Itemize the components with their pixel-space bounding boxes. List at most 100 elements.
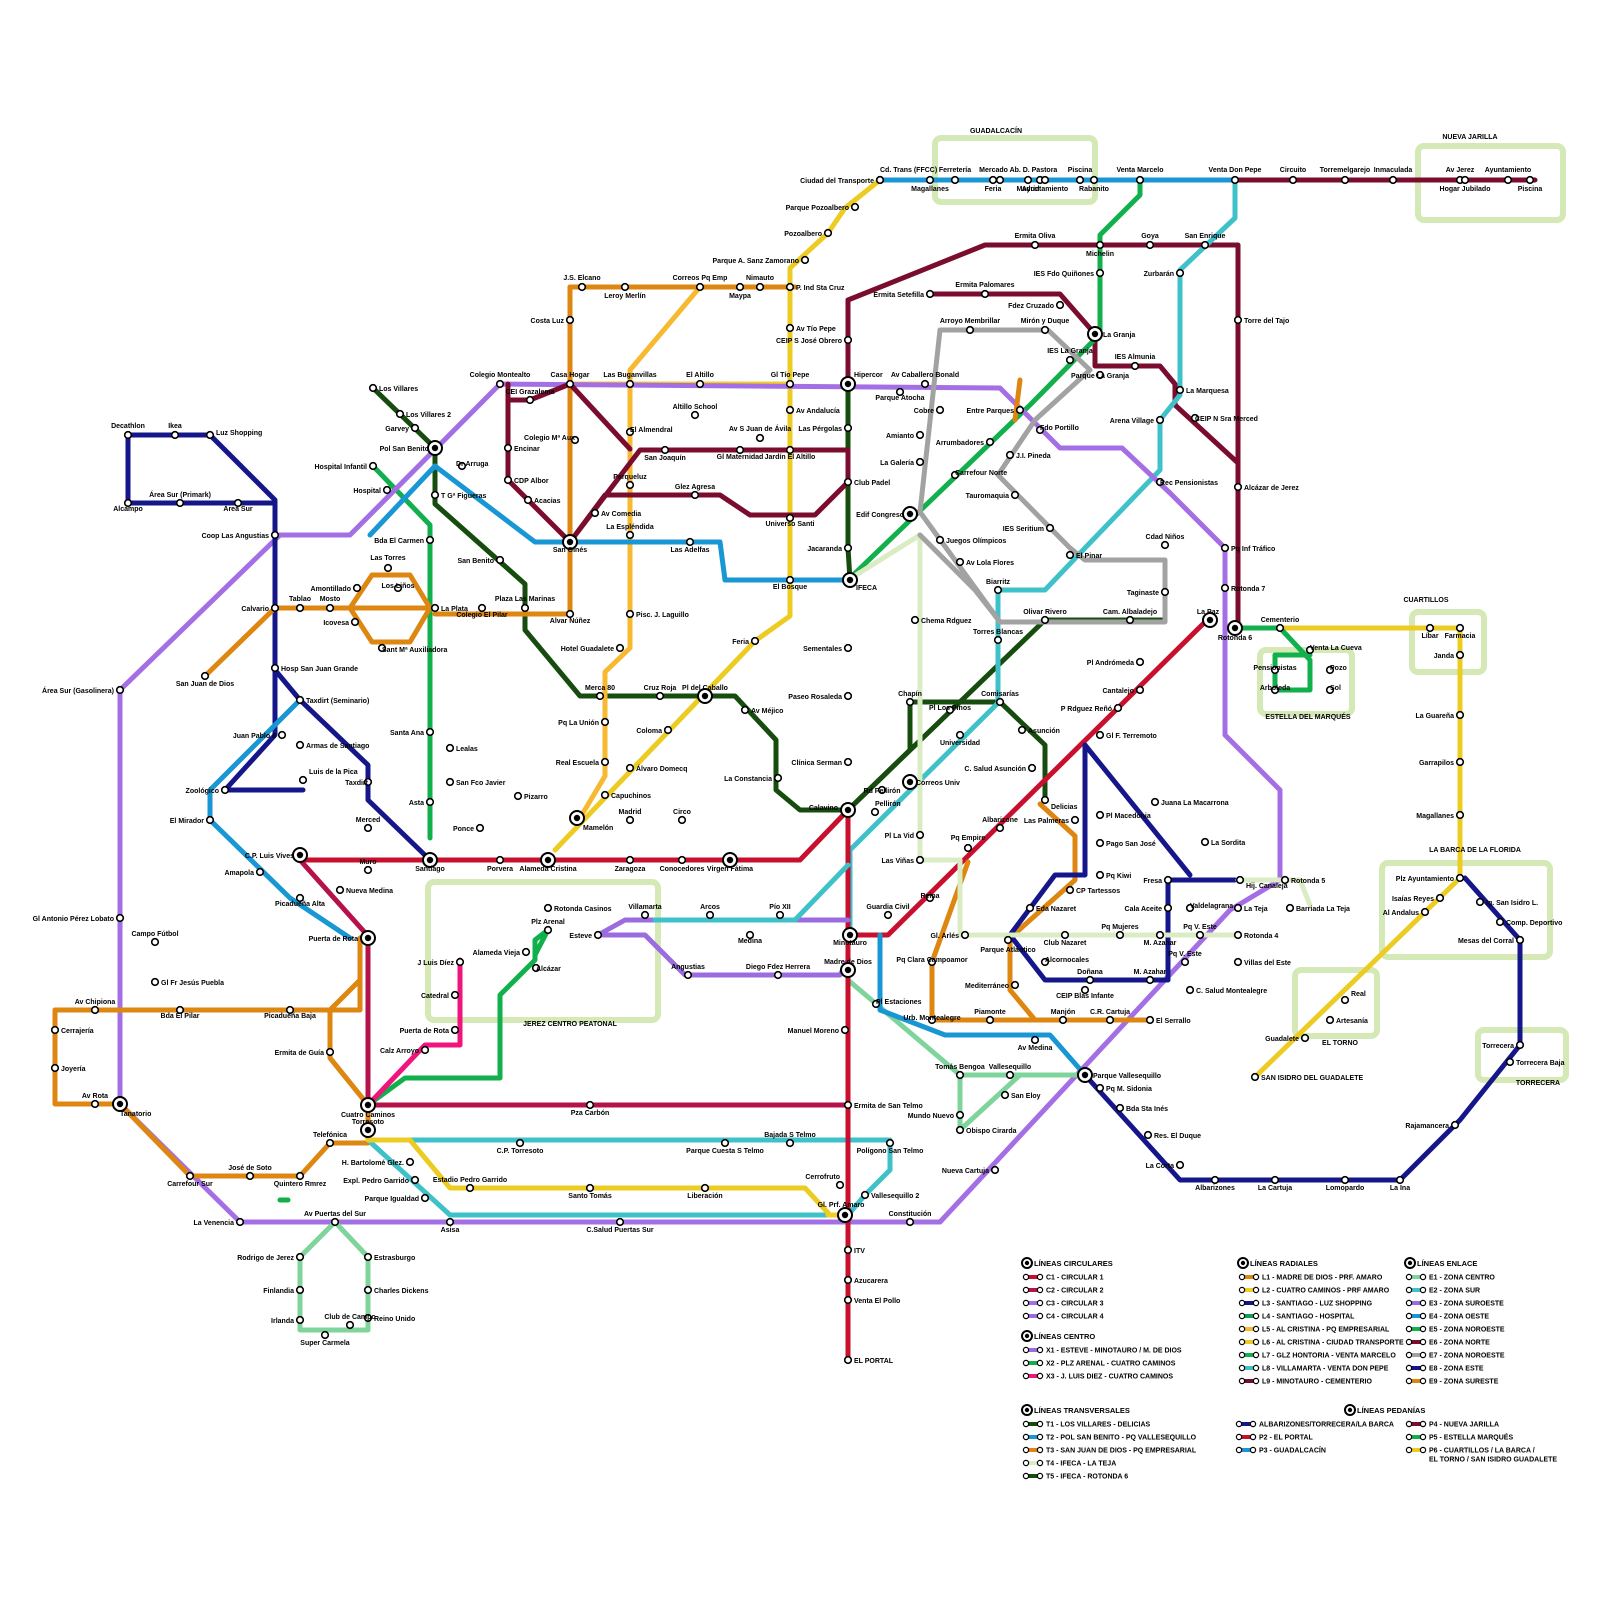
station-label: Gl Antonio Pérez Lobato xyxy=(33,916,114,923)
station-marker xyxy=(370,463,377,470)
station-label: Av Méjico xyxy=(751,708,783,715)
station-label: Av Jerez xyxy=(1446,167,1475,174)
station-label: Torres Blancas xyxy=(973,629,1023,636)
legend-item: C3 - CIRCULAR 3 xyxy=(1046,1301,1104,1308)
station-marker xyxy=(1157,417,1164,424)
station-marker xyxy=(297,1254,304,1261)
station-label: Av Chipiona xyxy=(75,999,116,1006)
station-label: Real xyxy=(1351,991,1366,998)
station-label: Club Nazaret xyxy=(1044,940,1087,947)
station-label: Coop Las Angustias xyxy=(202,533,270,540)
station-marker xyxy=(370,385,377,392)
legend-stop xyxy=(1420,1421,1425,1426)
station-label: Azucarera xyxy=(854,1278,888,1285)
legend-item: L4 - SANTIAGO - HOSPITAL xyxy=(1262,1314,1355,1321)
station-label: San Enrique xyxy=(1185,233,1226,240)
legend-item: L9 - MINOTAURO - CEMENTERIO xyxy=(1262,1379,1372,1386)
station-label: Venta Don Pepe xyxy=(1209,167,1262,174)
station-marker xyxy=(452,992,459,999)
legend-stop xyxy=(1236,1447,1241,1452)
station-label: Pago San José xyxy=(1106,841,1156,848)
station-label: Albarizones xyxy=(1195,1185,1235,1192)
legend-item: T1 - LOS VILLARES - DELICIAS xyxy=(1046,1422,1151,1429)
station-label: C. Salud Montealegre xyxy=(1196,988,1267,995)
station-marker xyxy=(412,425,419,432)
legend-bullet-core xyxy=(1025,1334,1029,1338)
station-marker xyxy=(1422,909,1429,916)
station-interchange-core xyxy=(907,779,913,785)
station-label: Sol xyxy=(1330,685,1341,692)
station-label: Pl Los Pinos xyxy=(929,705,971,712)
station-marker xyxy=(327,1140,334,1147)
station-label: Puerta de Rota xyxy=(400,1028,450,1035)
station-marker xyxy=(1097,872,1104,879)
station-label: Olivar Rivero xyxy=(1023,609,1067,616)
station-label: Rotonda 6 xyxy=(1218,635,1252,642)
station-interchange-core xyxy=(727,857,733,863)
station-marker xyxy=(1067,552,1074,559)
station-label: Goya xyxy=(1141,233,1159,240)
station-marker xyxy=(1202,839,1209,846)
station-label: Villamarta xyxy=(628,904,661,911)
station-marker xyxy=(602,759,609,766)
station-marker xyxy=(1097,732,1104,739)
station-label: Isaías Reyes xyxy=(1392,896,1434,903)
station-label: Mundo Nuevo xyxy=(908,1113,954,1120)
station-marker xyxy=(1222,585,1229,592)
legend-stop xyxy=(1420,1274,1425,1279)
station-label: T Gª Figueras xyxy=(441,493,486,500)
station-marker xyxy=(1097,270,1104,277)
station-marker xyxy=(775,775,782,782)
station-label: Parque La Granja xyxy=(1071,373,1129,380)
station-label: Bda Sta Inés xyxy=(1126,1106,1168,1113)
station-marker xyxy=(1327,1017,1334,1024)
station-label: Rabanito xyxy=(1079,186,1109,193)
station-label: Cementerio xyxy=(1261,617,1300,624)
station-label: Venta Marcelo xyxy=(1116,167,1163,174)
station-label: Rodrigo de Jerez xyxy=(237,1255,294,1262)
station-label: Parque Atlántico xyxy=(980,947,1035,954)
station-label: Parque Vallesequillo xyxy=(1093,1073,1161,1080)
station-marker xyxy=(627,765,634,772)
legend-stop xyxy=(1406,1421,1411,1426)
legend-item: ALBARIZONES/TORRECERA/LA BARCA xyxy=(1259,1422,1394,1429)
zone-box-nueva_jarilla xyxy=(1418,146,1563,220)
station-marker xyxy=(627,817,634,824)
station-marker xyxy=(1067,357,1074,364)
station-label: Madre de Dios xyxy=(824,959,872,966)
station-marker xyxy=(1017,407,1024,414)
station-marker xyxy=(92,1007,99,1014)
station-label: Zaragoza xyxy=(615,866,646,873)
station-label: Universidad xyxy=(940,740,980,747)
station-marker xyxy=(1235,959,1242,966)
station-marker xyxy=(1457,759,1464,766)
station-marker xyxy=(1397,1177,1404,1184)
station-label: Pq La Unión xyxy=(558,720,599,727)
legend-stop xyxy=(1239,1352,1244,1357)
station-marker xyxy=(617,1219,624,1226)
station-label: Garrapilos xyxy=(1419,760,1454,767)
station-label: Casa Hogar xyxy=(551,372,590,379)
station-marker xyxy=(1087,977,1094,984)
station-label: Bajada S Telmo xyxy=(764,1132,816,1139)
legend-stop xyxy=(1037,1421,1042,1426)
station-marker xyxy=(1237,877,1244,884)
station-label: Los Liños xyxy=(381,583,414,590)
station-label: Venta La Cueva xyxy=(1310,645,1362,652)
station-label: Pozoalbero xyxy=(784,231,822,238)
station-marker xyxy=(297,1317,304,1324)
legend-item: T3 - SAN JUAN DE DIOS - PQ EMPRESARIAL xyxy=(1046,1448,1197,1455)
station-label: Artesanía xyxy=(1336,1018,1368,1025)
station-label: Parqueluz xyxy=(613,474,647,481)
station-label: La Paz xyxy=(1197,609,1220,616)
station-label: Pq Empire xyxy=(951,835,986,842)
station-marker xyxy=(1062,932,1069,939)
station-label: EL PORTAL xyxy=(854,1358,894,1365)
station-label: Rotonda Casinos xyxy=(554,906,612,913)
legend-item: P6 - CUARTILLOS / LA BARCA / xyxy=(1429,1448,1535,1455)
station-marker xyxy=(965,845,972,852)
legend-stop xyxy=(1253,1313,1258,1318)
station-label: Ciudad del Transporte xyxy=(800,178,874,185)
station-marker xyxy=(1342,177,1349,184)
legend-title-circulares: LÍNEAS CIRCULARES xyxy=(1034,1259,1113,1268)
